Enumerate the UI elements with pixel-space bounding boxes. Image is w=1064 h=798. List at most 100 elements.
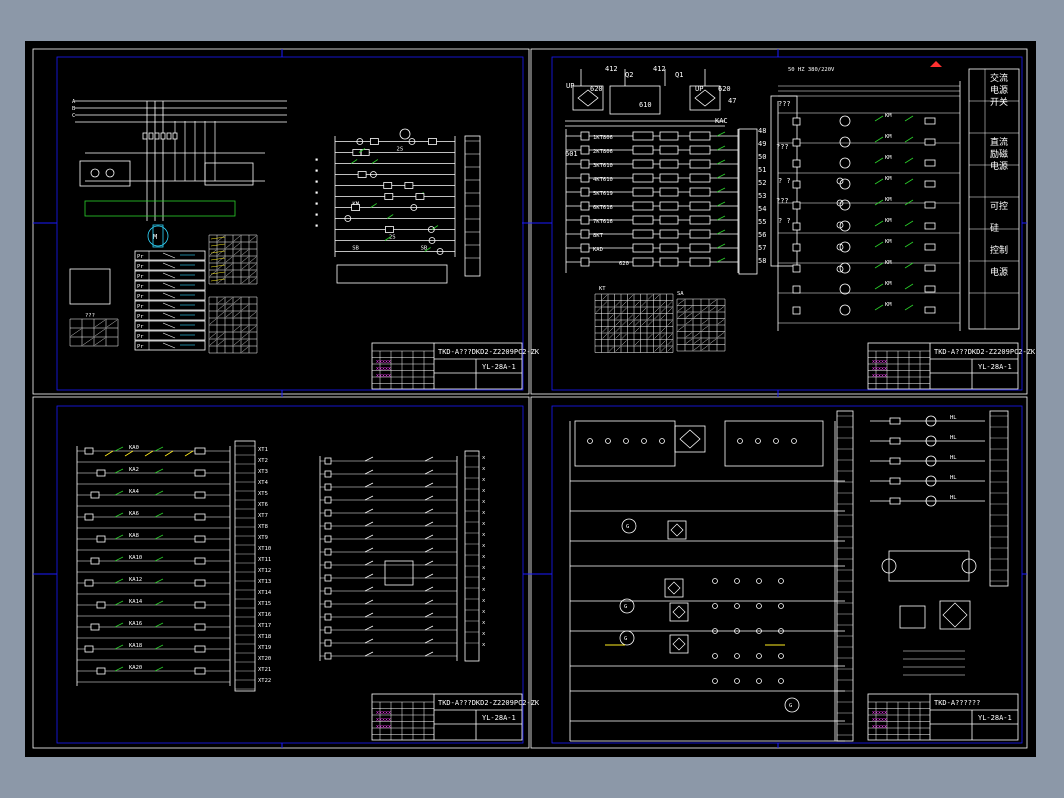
wire [716, 257, 726, 263]
control-box [609, 85, 661, 115]
relay-coil [194, 491, 206, 499]
wire [233, 297, 241, 304]
title-block-sign-field: xxxxx [376, 366, 391, 372]
component-tag: KA10 [129, 555, 142, 561]
title-block-sign-field: xxxxx [376, 724, 391, 730]
wire [608, 346, 614, 352]
meter-dot [712, 678, 718, 684]
sheet-outer-border [32, 396, 530, 749]
relay-coil [324, 639, 332, 647]
diode-bridge [577, 89, 599, 107]
wire [106, 319, 118, 328]
terminal-tag: XT22 [258, 678, 271, 684]
wire [717, 306, 725, 312]
wire [716, 215, 726, 221]
wire [154, 468, 164, 474]
component-tag: KA0 [129, 445, 139, 451]
relay-coil [324, 522, 332, 530]
indicator-lamp [356, 138, 364, 145]
relay-coil [194, 469, 206, 477]
cad-viewport[interactable]: ABCM???PrPrPrPrPrPrPrPrPrPr2SKM2SSBSB▪▪▪… [25, 41, 1036, 757]
relay-contact-box [689, 173, 711, 183]
terminal-tag: x [482, 565, 486, 571]
terminal-tag: XT10 [258, 546, 271, 552]
terminal-column [989, 410, 1009, 587]
wire [114, 622, 124, 628]
lamp-symbol [925, 435, 937, 447]
wire [595, 307, 601, 313]
meter-dot [778, 578, 784, 584]
wire [225, 242, 233, 249]
wire [217, 249, 225, 256]
wire [685, 312, 693, 318]
wire [685, 332, 693, 338]
terminal-tag: XT19 [258, 645, 271, 651]
lamp-symbol [399, 128, 411, 140]
wire [874, 241, 884, 248]
relay-coil [357, 171, 367, 178]
wire [615, 346, 621, 352]
component-tag: KA6 [129, 511, 139, 517]
terminal-tag: XT3 [258, 469, 268, 475]
schematic-label: B [72, 106, 76, 112]
legend-text: 电源 [990, 84, 1008, 96]
relay-coil [96, 601, 106, 609]
relay-contact-box [689, 243, 711, 253]
contact-node [836, 221, 844, 229]
sheet-tr-top-label: UP [566, 82, 574, 90]
terminal-tag: XT13 [258, 579, 271, 585]
meter-dot [755, 438, 761, 444]
lamp-symbol [839, 220, 851, 232]
title-block-frame [867, 693, 1019, 741]
terminal-number: 49 [758, 140, 766, 148]
wire [693, 345, 701, 351]
title-block-sign-field: xxxxx [872, 373, 887, 379]
meter-dot [734, 578, 740, 584]
indicator-lamp [410, 204, 418, 211]
component-tag: KA14 [129, 599, 143, 605]
terminal-tag: XT15 [258, 601, 271, 607]
wire [217, 311, 225, 318]
component-tag: KM [885, 302, 892, 308]
diode-symbol [679, 429, 701, 449]
wire [621, 307, 627, 313]
relay-coil [792, 138, 801, 147]
relay-contact-box [632, 229, 654, 239]
wire [424, 560, 434, 566]
wire [241, 332, 249, 339]
wire [431, 225, 439, 230]
motor-box [888, 550, 970, 582]
component-tag: HL [950, 475, 957, 481]
meter-dot [623, 438, 629, 444]
relay-contact-box [689, 201, 711, 211]
wire [154, 490, 164, 496]
wire [904, 283, 914, 290]
wire [154, 512, 164, 518]
wire [716, 229, 726, 235]
wire [364, 521, 374, 527]
relay-coil [924, 117, 936, 125]
relay-coil [369, 138, 379, 145]
wire [716, 187, 726, 193]
meter-dot [605, 438, 611, 444]
wire [424, 521, 434, 527]
relay-coil [324, 548, 332, 556]
relay-coil [194, 579, 206, 587]
terminal-tag: x [482, 587, 486, 593]
relay-contact-box [632, 215, 654, 225]
wire [904, 136, 914, 143]
relay-coil [924, 180, 936, 188]
title-block-sign-field: xxxxx [376, 373, 391, 379]
wire [164, 450, 174, 457]
meter-panel [724, 420, 824, 467]
wire [124, 450, 134, 457]
meter-dot [756, 678, 762, 684]
schematic-label: G [624, 636, 627, 642]
sheet-inner-border [56, 405, 524, 744]
wire [716, 243, 726, 249]
relay-coil [324, 574, 332, 582]
relay-contact-box [632, 201, 654, 211]
wire [615, 327, 621, 333]
relay-contact-box [659, 243, 679, 253]
component-tag: KM [885, 197, 892, 203]
